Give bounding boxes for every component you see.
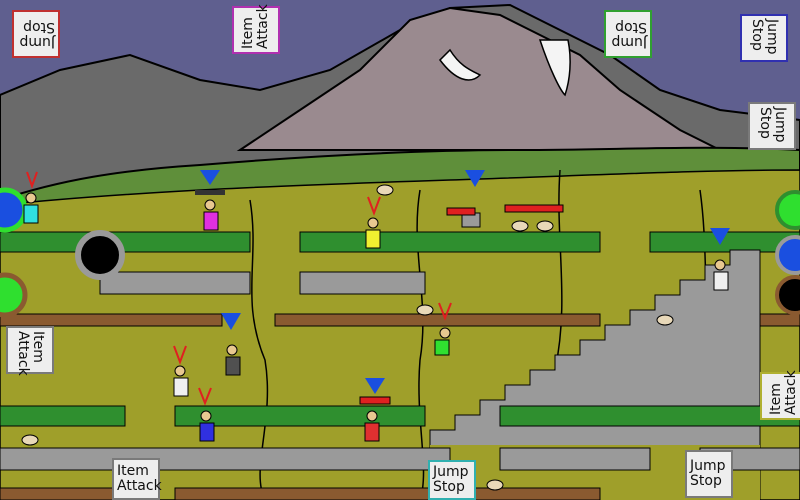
pad-label: Attack (15, 331, 31, 376)
goat (486, 479, 504, 491)
goat (376, 184, 394, 196)
pad-label: Item (117, 463, 149, 479)
grass-platform (0, 405, 126, 427)
jump-stop-button-right[interactable]: Jump Stop (748, 102, 796, 150)
pad-label: Item (240, 17, 256, 49)
snow-cap (439, 48, 482, 81)
pad-label: Attack (255, 4, 271, 49)
stone-wall (299, 271, 426, 295)
item-attack-button-right[interactable]: Item Attack (760, 370, 800, 420)
jump-stop-button-bottom-center[interactable]: Jump Stop (428, 460, 476, 500)
pad-label: Jump (611, 34, 647, 50)
grass-platform (0, 231, 251, 253)
item-attack-button-top-center[interactable]: Item Attack (232, 4, 280, 54)
goat (511, 220, 529, 232)
item-attack-button-left[interactable]: Item Attack (6, 326, 54, 376)
pad-label: Jump (764, 19, 780, 55)
grass-platform (299, 231, 601, 253)
player-gray-crouch (446, 170, 485, 228)
pad-label: Item (30, 331, 46, 363)
stone-wall (0, 447, 451, 471)
stone-wall (499, 447, 651, 471)
portal-hole (75, 230, 125, 280)
jump-stop-button-top-left[interactable]: Jump Stop (12, 10, 60, 58)
pad-label: Stop (757, 107, 773, 139)
portal-blue (0, 187, 28, 233)
goat (416, 304, 434, 316)
pad-label: Jump (19, 34, 55, 50)
pad-label: Jump (772, 107, 788, 143)
player-green (434, 302, 452, 356)
player-blue (198, 387, 215, 442)
stone-wall (99, 271, 251, 295)
pad-label: Jump (690, 458, 726, 474)
player-white-right (710, 228, 730, 291)
player-magenta (195, 170, 225, 231)
portal-hole (775, 275, 800, 315)
player-gray (221, 313, 241, 376)
health-bar (504, 204, 564, 213)
pad-label: Attack (783, 370, 799, 415)
player-yellow (365, 196, 381, 249)
pad-label: Stop (749, 19, 765, 51)
player-cyan (23, 171, 39, 224)
pad-label: Attack (117, 478, 162, 494)
pad-label: Stop (23, 19, 55, 35)
wood-bridge (274, 313, 601, 327)
wood-bridge (0, 313, 223, 327)
goat (536, 220, 554, 232)
wood-bridge (174, 487, 601, 500)
pad-label: Stop (433, 479, 465, 495)
item-attack-button-bottom-left[interactable]: Item Attack (112, 458, 162, 500)
jump-stop-button-bottom-right[interactable]: Jump Stop (685, 450, 733, 498)
player-red (359, 378, 391, 442)
pad-label: Jump (433, 464, 469, 480)
goat (21, 434, 39, 446)
goat (656, 314, 674, 326)
jump-stop-button-top-right[interactable]: Jump Stop (740, 14, 788, 62)
jump-stop-button-top-center-right[interactable]: Jump Stop (604, 10, 652, 58)
pad-label: Item (768, 383, 784, 415)
portal-green (0, 272, 28, 318)
player-white (173, 345, 189, 397)
mountain-near (236, 6, 721, 151)
pad-label: Stop (690, 473, 722, 489)
snow-cap (538, 39, 571, 97)
stone-staircase (429, 249, 761, 500)
wood-bridge (0, 487, 121, 500)
grass-platform (499, 405, 800, 427)
grass-platform (174, 405, 426, 427)
pad-label: Stop (615, 19, 647, 35)
portal-green (775, 190, 800, 230)
portal-blue (775, 235, 800, 275)
